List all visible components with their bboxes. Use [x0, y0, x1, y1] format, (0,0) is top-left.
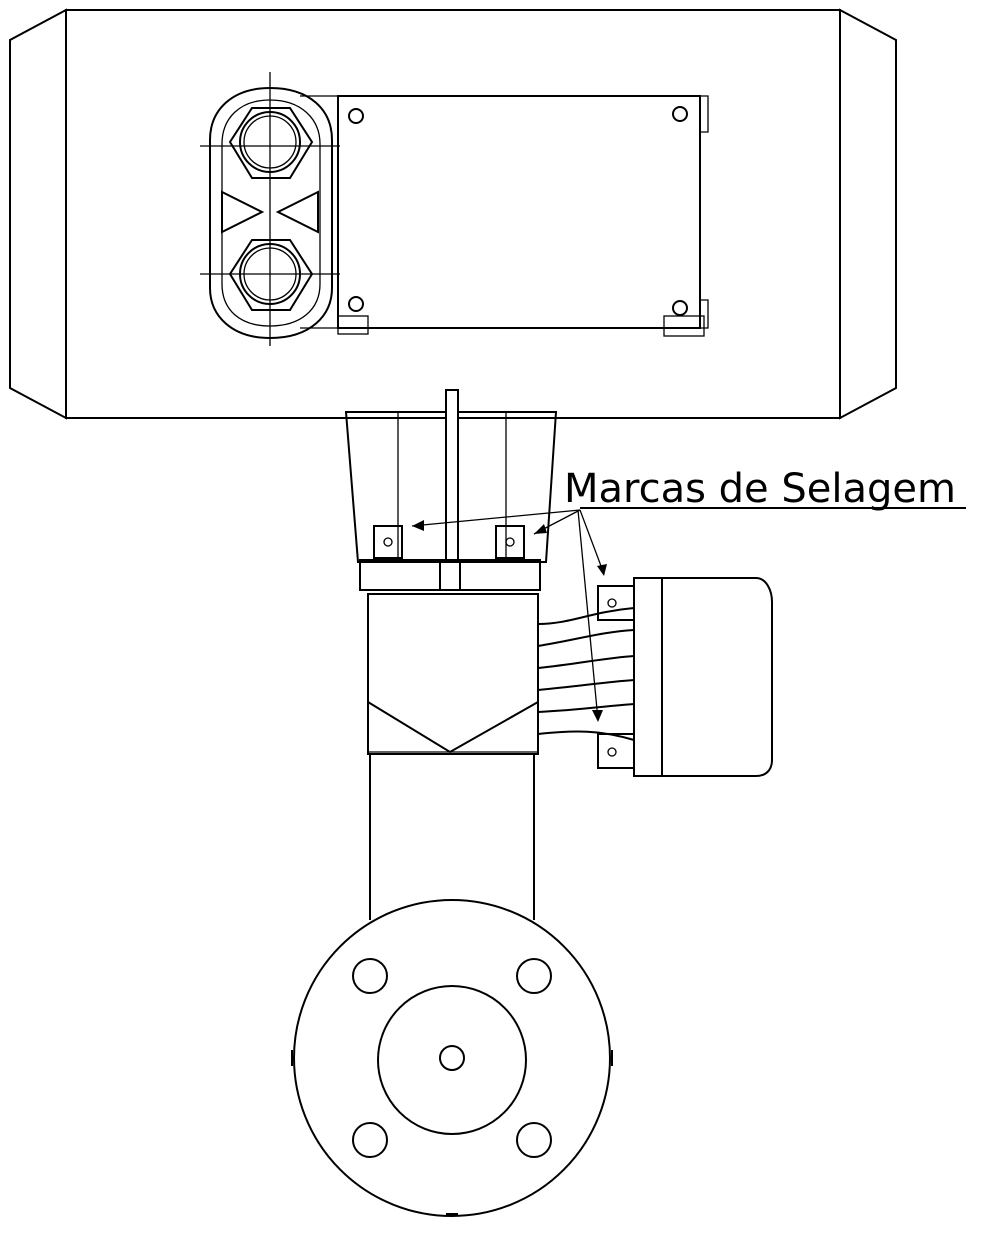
callout-label: Marcas de Selagem: [564, 466, 956, 512]
transmitter-housing: [367, 593, 635, 755]
box-screw-top-right: [672, 106, 688, 122]
box-screw-bottom-right: [672, 300, 688, 316]
bolt-hole-bottom-left: [352, 1122, 388, 1158]
junction-box: [597, 577, 773, 777]
gland-panel: [200, 72, 340, 346]
direction-arrow-left-icon: [221, 190, 265, 234]
bolt-hole-bottom-right: [516, 1122, 552, 1158]
flange: [291, 899, 613, 1217]
switch-box: [300, 95, 709, 337]
seal-tab-box-bottom: [597, 733, 635, 769]
box-screw-bottom-left: [348, 296, 364, 312]
seal-tab-left: [373, 525, 403, 559]
seal-marks-callout: Marcas de Selagem: [411, 466, 966, 722]
cable-gland-top: [228, 107, 314, 179]
bolt-hole-top-left: [352, 958, 388, 994]
flange-bore: [377, 985, 527, 1135]
bolt-hole-top-right: [516, 958, 552, 994]
cable-gland-bottom: [228, 239, 314, 311]
box-screw-top-left: [348, 108, 364, 124]
sensor-neck: [369, 754, 535, 920]
seal-tab-box-top: [597, 585, 635, 621]
mounting-bracket: [344, 389, 558, 591]
seal-tab-right: [495, 525, 525, 559]
actuator-body: [9, 8, 897, 420]
flange-center-hole: [439, 1045, 465, 1071]
direction-arrow-right-icon: [275, 190, 319, 234]
